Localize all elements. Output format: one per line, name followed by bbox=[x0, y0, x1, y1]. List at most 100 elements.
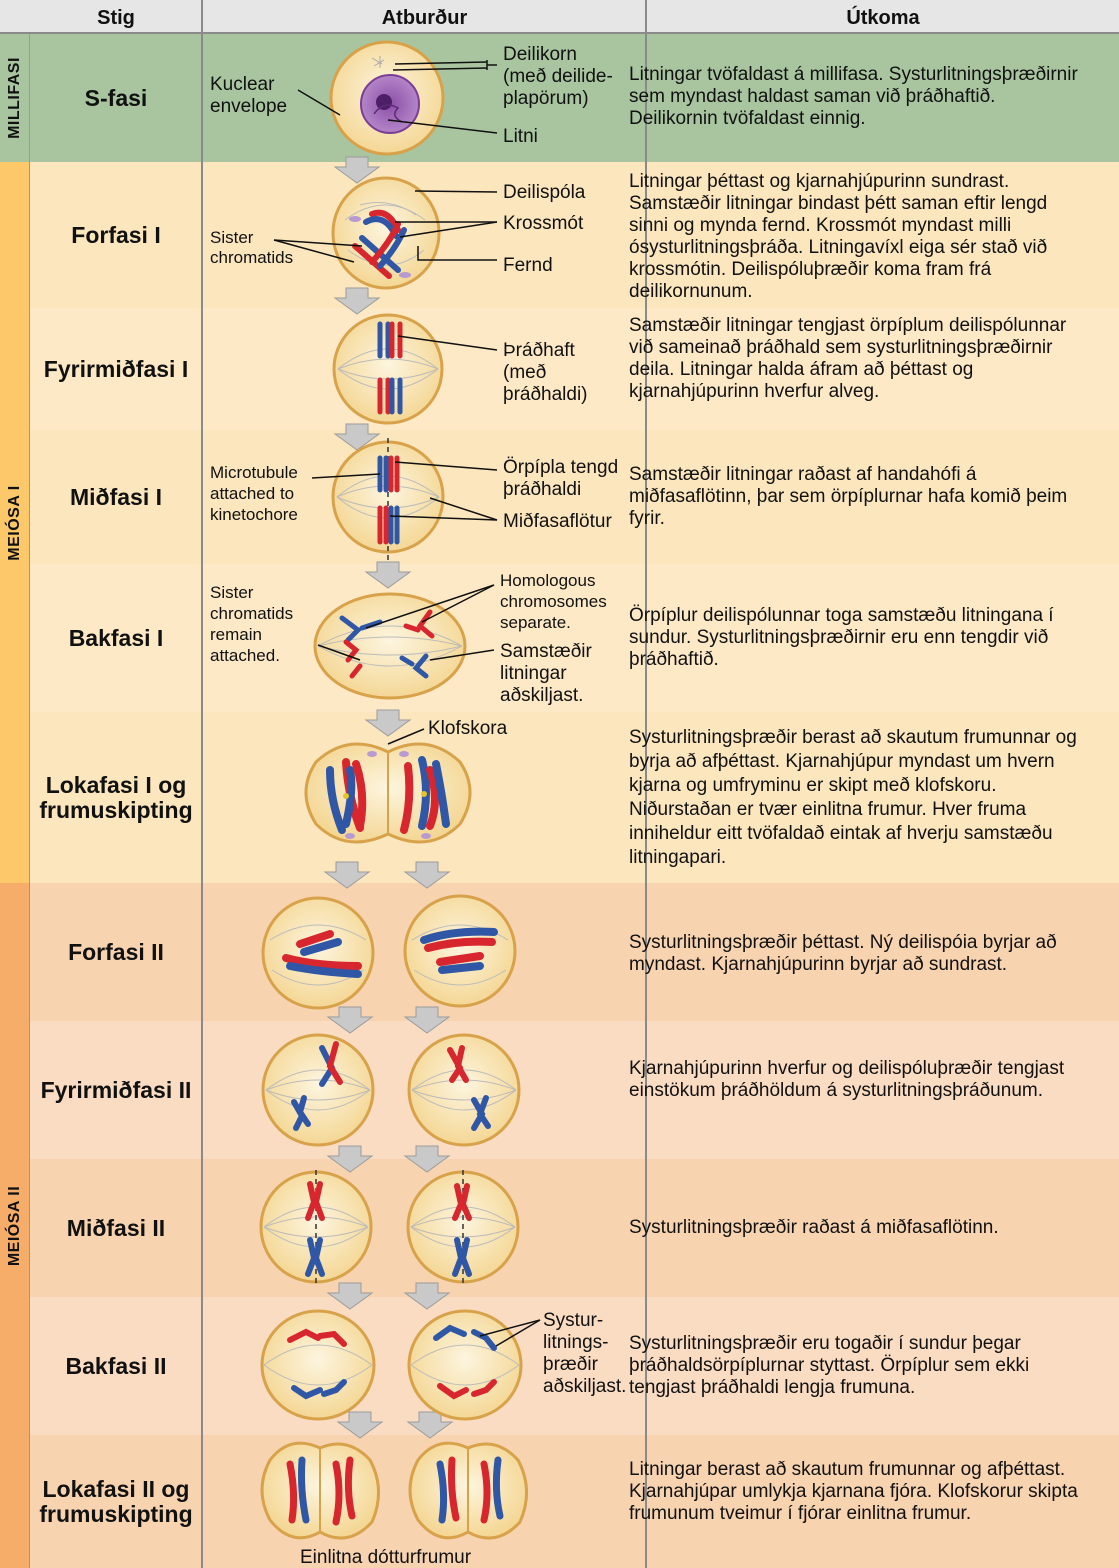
svg-text:Kuclear: Kuclear bbox=[210, 74, 275, 95]
svg-text:attached.: attached. bbox=[210, 646, 280, 665]
label-deilispola: Deilispóla bbox=[503, 182, 586, 203]
label-nuclear-envelope: Kuclear envelope bbox=[210, 74, 287, 117]
svg-text:Systur-: Systur- bbox=[543, 1310, 603, 1331]
svg-text:Samstæðir: Samstæðir bbox=[500, 641, 593, 662]
stage-telophase-1: Lokafasi I og frumuskipting bbox=[39, 771, 193, 823]
cell-prometaphase-1 bbox=[332, 313, 498, 425]
stage-prometaphase-2: Fyrirmiðfasi II bbox=[40, 1076, 192, 1103]
stage-anaphase-1: Bakfasi I bbox=[68, 624, 164, 651]
svg-text:attached to: attached to bbox=[210, 484, 294, 503]
cell-prophase-1 bbox=[273, 176, 498, 290]
desc-metaphase-2: Systurlitningsþræðir raðast á miðfasaflö… bbox=[629, 1217, 999, 1238]
label-deilikorn: Deilikorn (með deilide- plapörum) bbox=[503, 44, 613, 109]
cells-metaphase-2 bbox=[259, 1170, 520, 1286]
stage-metaphase-1: Miðfasi I bbox=[69, 483, 162, 510]
arrow-prometa2-left bbox=[327, 1145, 373, 1173]
label-homologous: Homologous chromosomes separate. bbox=[500, 571, 607, 632]
desc-metaphase-1: Samstæðir litningar raðast af handahófi … bbox=[629, 464, 1068, 529]
header-stage: Stig bbox=[30, 0, 202, 34]
svg-text:separate.: separate. bbox=[500, 613, 571, 632]
desc-prophase-1: Litningar þéttast og kjarnahjúpurinn sun… bbox=[629, 171, 1048, 302]
svg-text:þráðhaldi: þráðhaldi bbox=[503, 479, 581, 500]
svg-text:chromosomes: chromosomes bbox=[500, 592, 607, 611]
arrow-meta2-right bbox=[404, 1282, 450, 1310]
cells-prometaphase-2 bbox=[261, 1033, 521, 1147]
svg-text:chromatids: chromatids bbox=[210, 248, 293, 267]
svg-text:litnings-: litnings- bbox=[543, 1332, 608, 1353]
svg-text:þræðir: þræðir bbox=[543, 1354, 599, 1375]
label-microtubule: Microtubule attached to kinetochore bbox=[210, 463, 298, 524]
desc-prometaphase-1: Samstæðir litningar tengjast örpíplum de… bbox=[629, 315, 1067, 402]
header-corner bbox=[0, 0, 30, 34]
stage-prophase-2: Forfasi II bbox=[68, 938, 164, 965]
svg-text:Deilikorn: Deilikorn bbox=[503, 44, 577, 65]
label-thradhaft: Þráðhaft (með þráðhaldi) bbox=[503, 340, 588, 405]
stage-anaphase-2: Bakfasi II bbox=[65, 1352, 167, 1379]
svg-text:Sister: Sister bbox=[210, 583, 254, 602]
svg-text:litningar: litningar bbox=[500, 663, 567, 684]
stage-prometaphase-1: Fyrirmiðfasi I bbox=[43, 355, 189, 382]
label-einlitna: Einlitna dótturfrumur bbox=[300, 1547, 472, 1568]
desc-s-phase: Litningar tvöfaldast á millifasa. Systur… bbox=[629, 64, 1078, 129]
row-prometaphase-1 bbox=[30, 308, 1119, 430]
arrow-prophase-to-prometa bbox=[334, 287, 380, 315]
header-outcome: Útkoma bbox=[647, 0, 1119, 34]
svg-text:aðskiljast.: aðskiljast. bbox=[500, 685, 583, 706]
desc-prophase-2: Systurlitningsþræðir þéttast. Ný deilisp… bbox=[629, 932, 1057, 975]
stage-telophase-2: Lokafasi II og frumuskipting bbox=[39, 1475, 193, 1527]
column-divider-2 bbox=[645, 0, 647, 1568]
row-anaphase-1 bbox=[30, 564, 1119, 712]
row-prophase-2 bbox=[30, 883, 1119, 1021]
arrow-meta2-left bbox=[327, 1282, 373, 1310]
cell-anaphase-1 bbox=[313, 584, 495, 700]
desc-anaphase-1: Örpíplur deilispólunnar toga samstæðu li… bbox=[629, 605, 1054, 670]
svg-text:(með: (með bbox=[503, 362, 546, 383]
svg-text:aðskiljast.: aðskiljast. bbox=[543, 1376, 626, 1397]
label-fernd: Fernd bbox=[503, 255, 553, 276]
row-metaphase-1 bbox=[30, 430, 1119, 564]
row-prophase-1 bbox=[30, 162, 1119, 308]
svg-text:Þráðhaft: Þráðhaft bbox=[503, 340, 576, 361]
desc-prometaphase-2: Kjarnahjúpurinn hverfur og deilispóluþræ… bbox=[629, 1058, 1065, 1101]
row-anaphase-2 bbox=[30, 1297, 1119, 1435]
label-systur: Systur- litnings- þræðir aðskiljast. bbox=[543, 1310, 626, 1397]
svg-text:kinetochore: kinetochore bbox=[210, 505, 298, 524]
stage-prophase-1: Forfasi I bbox=[71, 221, 161, 248]
svg-text:remain: remain bbox=[210, 625, 262, 644]
column-divider-1 bbox=[201, 0, 203, 1568]
cell-s-phase bbox=[297, 40, 498, 156]
label-samstaedir: Samstæðir litningar aðskiljast. bbox=[500, 641, 593, 706]
arrow-telo1-right bbox=[404, 861, 450, 889]
svg-text:plapörum): plapörum) bbox=[503, 88, 589, 109]
sidebar-interphase: MILLIFASI bbox=[0, 34, 30, 162]
label-litni: Litni bbox=[503, 126, 538, 147]
svg-text:Sister: Sister bbox=[210, 228, 254, 247]
label-krossmot: Krossmót bbox=[503, 213, 584, 234]
arrow-pro2-right bbox=[404, 1006, 450, 1034]
stage-s-phase: S-fasi bbox=[84, 84, 148, 111]
arrow-ana2-left bbox=[337, 1411, 383, 1439]
row-s-phase bbox=[30, 34, 1119, 162]
arrow-prometa2-right bbox=[404, 1145, 450, 1173]
svg-text:chromatids: chromatids bbox=[210, 604, 293, 623]
arrow-meta-to-ana bbox=[365, 561, 411, 589]
arrow-pro2-left bbox=[327, 1006, 373, 1034]
label-sister-chromatids: Sister chromatids bbox=[210, 228, 293, 267]
cells-anaphase-2 bbox=[260, 1309, 541, 1421]
label-orpipla: Örpípla tengd þráðhaldi bbox=[503, 457, 618, 500]
row-prometaphase-2 bbox=[30, 1021, 1119, 1159]
desc-telophase-2: Litningar berast að skautum frumunnar og… bbox=[629, 1459, 1078, 1524]
cells-telophase-2 bbox=[260, 1441, 529, 1540]
row-telophase-2 bbox=[30, 1435, 1119, 1568]
header-event: Atburður bbox=[202, 0, 647, 34]
svg-text:Homologous: Homologous bbox=[500, 571, 595, 590]
sidebar-meiosis-2: MEIÓSA II bbox=[0, 883, 30, 1568]
row-metaphase-2 bbox=[30, 1159, 1119, 1297]
label-klofskora: Klofskora bbox=[428, 718, 508, 739]
svg-text:þráðhaldi): þráðhaldi) bbox=[503, 384, 588, 405]
svg-text:(með deilide-: (með deilide- bbox=[503, 66, 613, 87]
label-sister-remain: Sister chromatids remain attached. bbox=[210, 583, 293, 665]
sidebar-meiosis-1: MEIÓSA I bbox=[0, 162, 30, 883]
